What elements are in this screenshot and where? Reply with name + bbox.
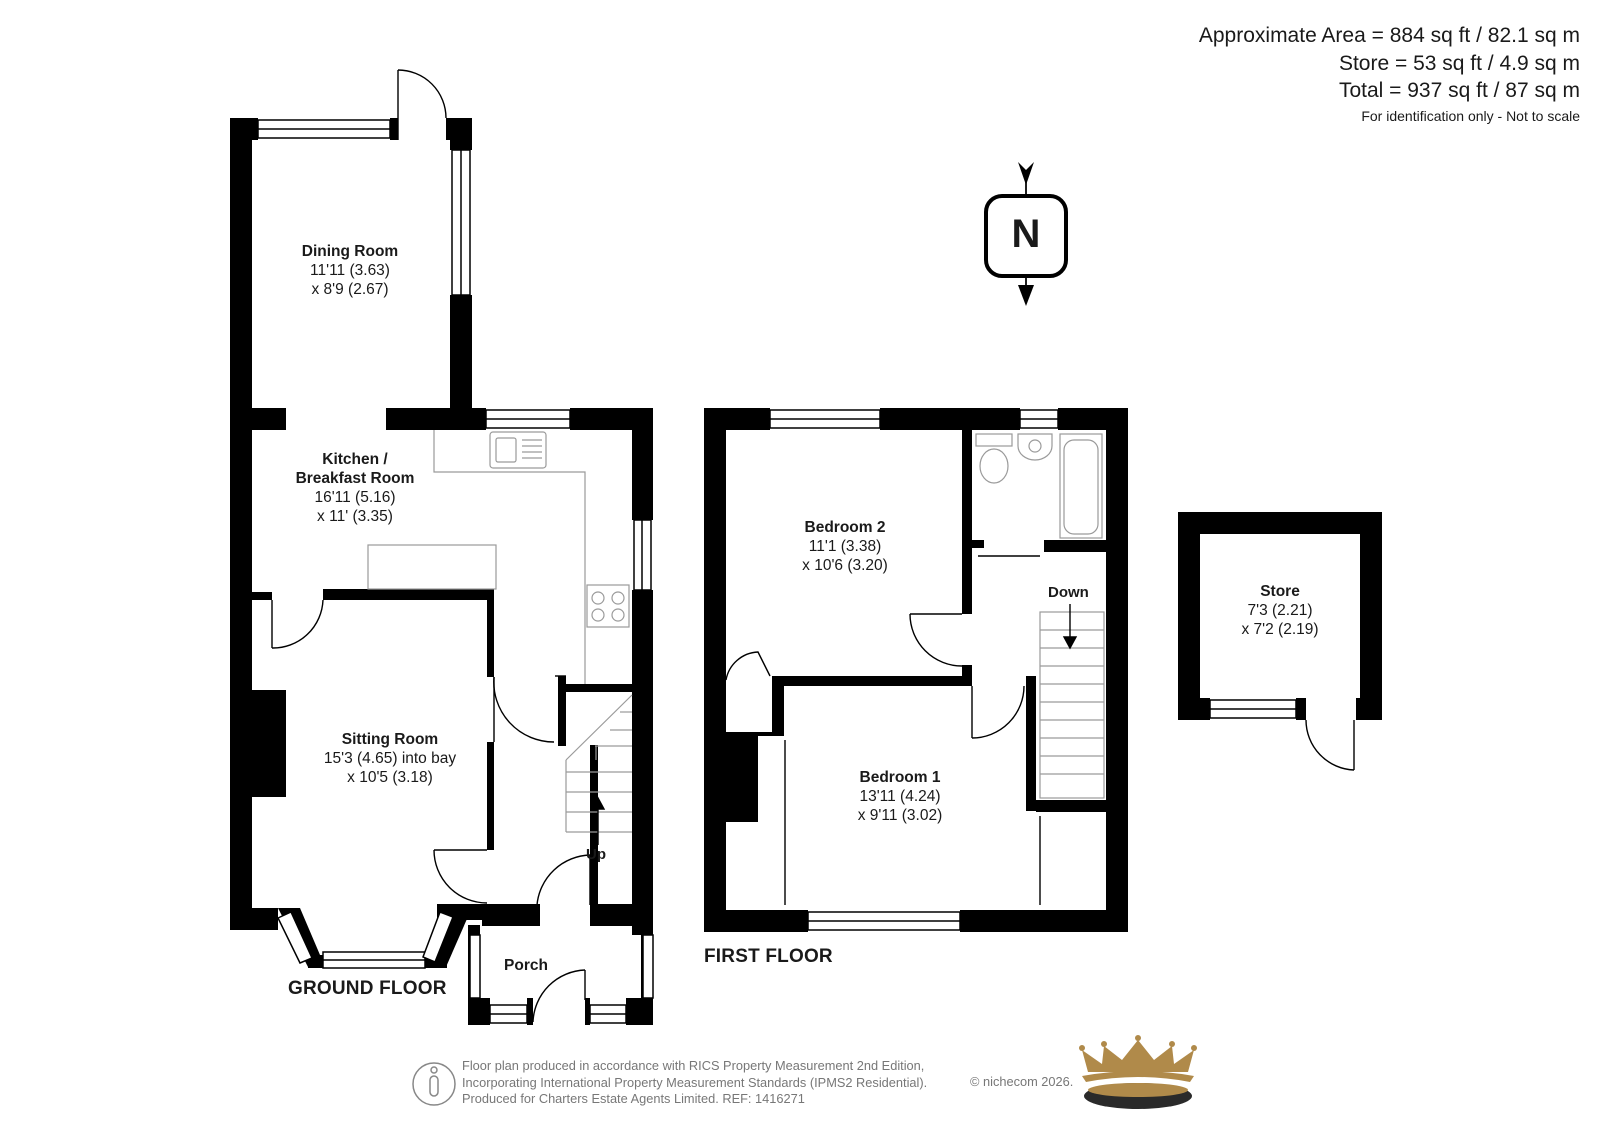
total-area: Total = 937 sq ft / 87 sq m	[1338, 79, 1580, 102]
compass-icon	[984, 162, 1068, 306]
store-dim2: x 7'2 (2.19)	[1241, 621, 1319, 638]
store-name: Store	[1260, 583, 1300, 600]
stairs-up-label: Up	[586, 846, 606, 863]
dining-room-dim1: 11'11 (3.63)	[310, 262, 390, 279]
bedroom-1-label: Bedroom 1 13'11 (4.24) x 9'11 (3.02)	[815, 768, 985, 825]
store-window	[1209, 699, 1297, 719]
copyright: © nichecom 2026.	[970, 1074, 1074, 1089]
bedroom-2-label: Bedroom 2 11'1 (3.38) x 10'6 (3.20)	[760, 518, 930, 575]
kitchen-fixtures	[367, 430, 630, 684]
bedroom-2-dim1: 11'1 (3.38)	[808, 538, 882, 555]
scale-note: For identification only - Not to scale	[1361, 107, 1580, 124]
footer-line-3: Produced for Charters Estate Agents Limi…	[462, 1091, 805, 1106]
kitchen-label: Kitchen / Breakfast Room 16'11 (5.16) x …	[260, 450, 450, 526]
footer-notes: Floor plan produced in accordance with R…	[462, 1058, 927, 1108]
first-floor-windows	[769, 409, 1059, 931]
first-stairs-arrow	[1062, 604, 1078, 650]
ground-floor-doors	[271, 69, 591, 1023]
kitchen-name-line2: Breakfast Room	[295, 470, 415, 487]
store-area: Store = 53 sq ft / 4.9 sq m	[1338, 51, 1580, 75]
store-walls	[1178, 512, 1382, 720]
ground-floor-label: GROUND FLOOR	[288, 978, 447, 999]
approximate-area: Approximate Area = 884 sq ft / 82.1 sq m	[1198, 24, 1580, 47]
bedroom-1-dim2: x 9'11 (3.02)	[857, 807, 943, 824]
ground-floor-windows	[257, 119, 654, 1024]
dining-room-name: Dining Room	[301, 243, 399, 260]
porch-label: Porch	[490, 956, 562, 975]
footer-line-2: Incorporating International Property Mea…	[462, 1074, 928, 1090]
first-floor-label: FIRST FLOOR	[704, 946, 833, 967]
ground-stairs-arrow	[590, 796, 606, 845]
kitchen-dim2: x 11' (3.35)	[317, 508, 393, 525]
bedroom-2-dim2: x 10'6 (3.20)	[802, 557, 888, 574]
dining-room-dim2: x 8'9 (2.67)	[311, 281, 389, 298]
person-icon	[412, 1062, 456, 1106]
compass-letter: N	[1011, 212, 1041, 256]
area-summary: Approximate Area = 884 sq ft / 82.1 sq m…	[1199, 22, 1580, 127]
sitting-room-dim1: 15'3 (4.65) into bay	[323, 750, 457, 767]
ground-floor-walls	[230, 118, 653, 1025]
porch-name: Porch	[504, 957, 548, 974]
sitting-room-dim2: x 10'5 (3.18)	[347, 769, 433, 786]
first-floor-walls	[704, 408, 1128, 932]
sitting-room-name: Sitting Room	[341, 731, 439, 748]
sitting-room-label: Sitting Room 15'3 (4.65) into bay x 10'5…	[290, 730, 490, 787]
dining-room-label: Dining Room 11'11 (3.63) x 8'9 (2.67)	[255, 242, 445, 299]
kitchen-dim1: 16'11 (5.16)	[314, 489, 396, 506]
first-stairs	[1039, 611, 1105, 799]
first-floor-doors	[725, 555, 1041, 905]
kitchen-name-line1: Kitchen /	[322, 451, 388, 468]
bathroom-fixtures	[975, 433, 1103, 539]
bedroom-1-name: Bedroom 1	[859, 769, 941, 786]
bedroom-1-dim1: 13'11 (4.24)	[859, 788, 941, 805]
bedroom-2-name: Bedroom 2	[804, 519, 886, 536]
store-door	[1305, 719, 1355, 771]
crown-logo-icon	[1079, 1035, 1197, 1109]
store-dim1: 7'3 (2.21)	[1247, 602, 1313, 619]
store-label: Store 7'3 (2.21) x 7'2 (2.19)	[1210, 582, 1350, 639]
ground-stairs	[565, 694, 633, 833]
footer-line-1: Floor plan produced in accordance with R…	[462, 1058, 925, 1073]
stairs-down-label: Down	[1048, 584, 1089, 601]
